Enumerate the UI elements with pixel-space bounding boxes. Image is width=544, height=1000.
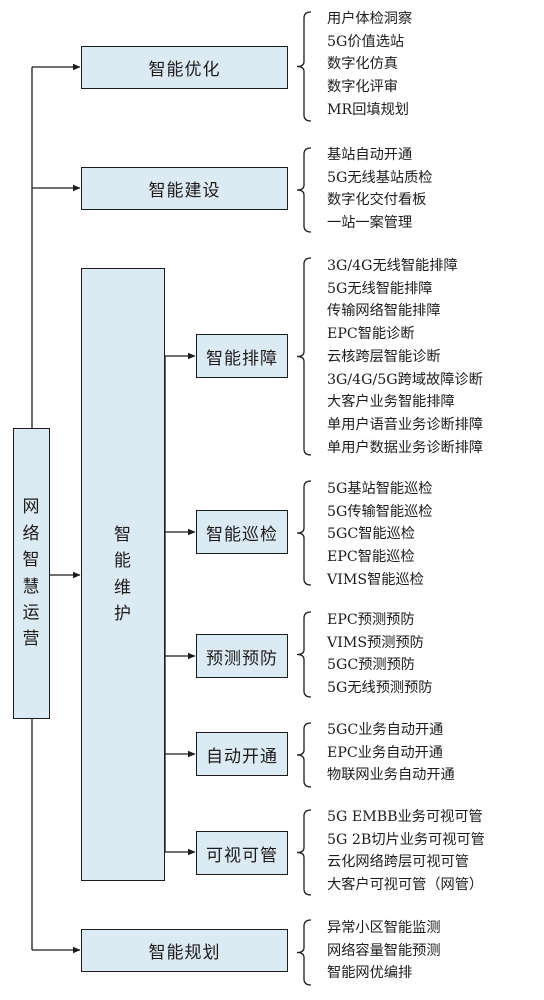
list-item: 5GC业务自动开通 bbox=[327, 722, 444, 738]
list-item: 数字化评审 bbox=[327, 79, 398, 96]
list-item: EPC预测预防 bbox=[327, 612, 415, 628]
list-item: 3G/4G无线智能排障 bbox=[327, 258, 458, 274]
troubleshooting-items-list: 3G/4G无线智能排障 5G无线智能排障 传输网络智能排障 EPC智能诊断 云核… bbox=[327, 255, 483, 459]
vertical-text-char: 络 bbox=[22, 523, 41, 544]
prediction-items-list: EPC预测预防 VIMS预测预防 5GC预测预防 5G无线预测预防 bbox=[327, 609, 433, 700]
node-smart-inspection: 智能巡检 bbox=[196, 510, 288, 554]
brace-optimization bbox=[296, 11, 312, 122]
node-smart-construction: 智能建设 bbox=[81, 167, 288, 210]
list-item: EPC智能诊断 bbox=[327, 326, 415, 343]
node-smart-maintenance: 智能维护 bbox=[81, 268, 165, 881]
list-item: 5G基站智能巡检 bbox=[327, 481, 433, 497]
root-node-network-smart-ops: 网络智慧运营 bbox=[13, 428, 50, 719]
node-auto-provisioning: 自动开通 bbox=[196, 732, 288, 776]
list-item: 单用户语音业务诊断排障 bbox=[327, 416, 484, 433]
planning-items-list: 异常小区智能监测 网络容量智能预测 智能网优编排 bbox=[327, 917, 441, 985]
list-item: 用户体检洞察 bbox=[327, 11, 413, 27]
list-item: 传输网络智能排障 bbox=[327, 303, 441, 320]
list-item: 5G价值选站 bbox=[327, 33, 405, 50]
visibility-items-list: 5G EMBB业务可视可管 5G 2B切片业务可视可管 云化网络跨层可视可管 大… bbox=[327, 806, 485, 897]
construction-items-list: 基站自动开通 5G无线基站质检 数字化交付看板 一站一案管理 bbox=[327, 144, 433, 235]
list-item: 5G无线智能排障 bbox=[327, 280, 433, 297]
list-item: 5G传输智能巡检 bbox=[327, 503, 433, 520]
list-item: MR回填规划 bbox=[327, 101, 409, 118]
list-item: 5G无线基站质检 bbox=[327, 169, 433, 186]
brace-auto-provisioning bbox=[296, 722, 312, 788]
list-item: 物联网业务自动开通 bbox=[327, 767, 455, 784]
node-prediction-prevention: 预测预防 bbox=[196, 634, 288, 678]
node-smart-planning: 智能规划 bbox=[81, 929, 288, 972]
brace-inspection bbox=[296, 480, 312, 586]
list-item: 5G EMBB业务可视可管 bbox=[327, 809, 483, 825]
list-item: 单用户数据业务诊断排障 bbox=[327, 439, 484, 456]
list-item: 大客户可视可管（网管） bbox=[327, 877, 484, 894]
brace-visibility bbox=[296, 809, 312, 896]
list-item: EPC业务自动开通 bbox=[327, 744, 443, 761]
list-item: 5G无线预测预防 bbox=[327, 680, 433, 697]
list-item: 3G/4G/5G跨域故障诊断 bbox=[327, 371, 483, 388]
vertical-text-char: 智 bbox=[114, 524, 132, 545]
list-item: 云核跨层智能诊断 bbox=[327, 348, 441, 365]
vertical-text-char: 运 bbox=[22, 602, 41, 623]
brace-planning bbox=[296, 919, 312, 986]
list-item: 网络容量智能预测 bbox=[327, 942, 441, 959]
list-item: 云化网络跨层可视可管 bbox=[327, 854, 469, 871]
vertical-text-char: 护 bbox=[114, 603, 132, 624]
vertical-text-char: 营 bbox=[22, 629, 41, 650]
vertical-text-char: 慧 bbox=[22, 576, 41, 597]
brace-troubleshooting bbox=[296, 257, 312, 456]
optimization-items-list: 用户体检洞察 5G价值选站 数字化仿真 数字化评审 MR回填规划 bbox=[327, 8, 412, 122]
list-item: 大客户业务智能排障 bbox=[327, 394, 455, 411]
list-item: 数字化仿真 bbox=[327, 56, 398, 73]
list-item: 基站自动开通 bbox=[327, 147, 413, 163]
list-item: 5G 2B切片业务可视可管 bbox=[327, 831, 485, 848]
node-smart-optimization: 智能优化 bbox=[81, 46, 288, 89]
list-item: 一站一案管理 bbox=[327, 215, 413, 232]
node-visible-manageable: 可视可管 bbox=[196, 831, 288, 875]
list-item: 异常小区智能监测 bbox=[327, 920, 441, 936]
node-smart-troubleshooting: 智能排障 bbox=[196, 334, 288, 378]
brace-prediction bbox=[296, 611, 312, 698]
list-item: 5GC智能巡检 bbox=[327, 526, 415, 543]
vertical-text-char: 网 bbox=[22, 497, 41, 518]
list-item: VIMS预测预防 bbox=[327, 634, 424, 651]
vertical-text-char: 智 bbox=[22, 550, 41, 571]
brace-construction bbox=[296, 147, 312, 233]
auto-provisioning-items-list: 5GC业务自动开通 EPC业务自动开通 物联网业务自动开通 bbox=[327, 719, 455, 787]
inspection-items-list: 5G基站智能巡检 5G传输智能巡检 5GC智能巡检 EPC智能巡检 VIMS智能… bbox=[327, 478, 433, 592]
list-item: 智能网优编排 bbox=[327, 965, 413, 982]
vertical-text-char: 能 bbox=[114, 551, 132, 572]
list-item: 数字化交付看板 bbox=[327, 192, 427, 209]
list-item: EPC智能巡检 bbox=[327, 549, 415, 566]
list-item: 5GC预测预防 bbox=[327, 657, 415, 674]
list-item: VIMS智能巡检 bbox=[327, 571, 424, 588]
vertical-text-char: 维 bbox=[114, 577, 132, 598]
